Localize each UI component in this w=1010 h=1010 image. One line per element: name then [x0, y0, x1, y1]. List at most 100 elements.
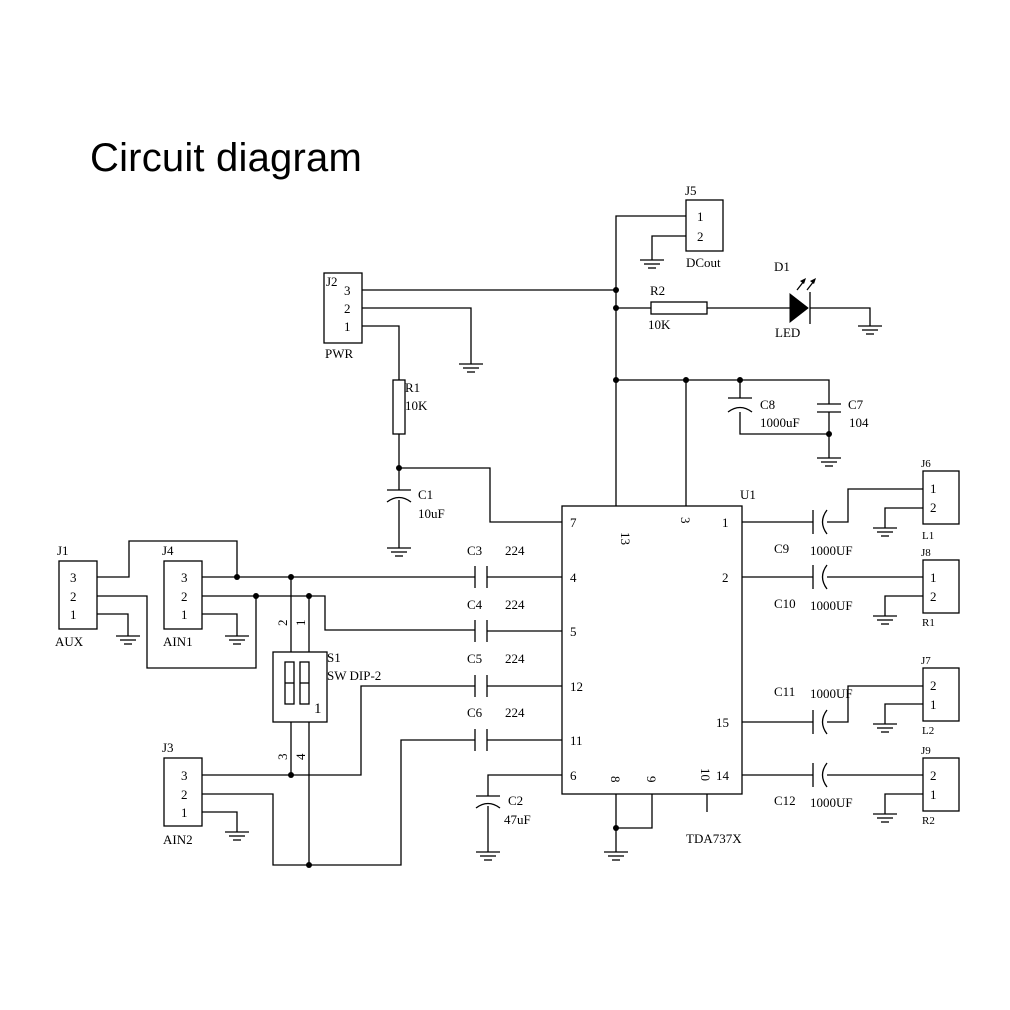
- capacitor-c2: C2 47uF: [475, 793, 531, 827]
- connector-j1: J1 3 2 1 AUX: [55, 543, 98, 649]
- junctions: [234, 287, 832, 868]
- capacitor-c8: C8 1000uF: [727, 397, 800, 430]
- capacitor-c3: C3 224: [467, 543, 525, 588]
- c2-ref: C2: [508, 793, 523, 808]
- c10-value: 1000UF: [810, 598, 853, 613]
- j4-name: AIN1: [163, 634, 193, 649]
- j4-pin: 2: [181, 589, 188, 604]
- j6-name: L1: [922, 530, 934, 542]
- u1-pin: 1: [722, 515, 729, 530]
- d1-name: LED: [775, 325, 800, 340]
- u1-pin: 8: [608, 776, 623, 783]
- u1-pin: 12: [570, 679, 583, 694]
- c8-value: 1000uF: [760, 415, 800, 430]
- wires: [97, 215, 923, 866]
- c9-value: 1000UF: [810, 543, 853, 558]
- connector-j2: J2 3 2 1 PWR: [323, 272, 363, 361]
- resistor-r2: R2 10K: [648, 283, 708, 332]
- u1-pin: 13: [618, 532, 633, 545]
- c1-value: 10uF: [418, 506, 445, 521]
- s1-pin: 2: [275, 620, 290, 627]
- c1-ref: C1: [418, 487, 433, 502]
- j1-name: AUX: [55, 634, 84, 649]
- j3-name: AIN2: [163, 832, 193, 847]
- u1-pin: 4: [570, 570, 577, 585]
- j8-ref: J8: [921, 547, 931, 559]
- j1-pin: 1: [70, 607, 77, 622]
- j2-pin: 1: [344, 319, 351, 334]
- u1-pin: 9: [644, 776, 659, 783]
- j7-ref: J7: [921, 655, 931, 667]
- j9-ref: J9: [921, 745, 931, 757]
- capacitor-c11: C11 1000UF: [774, 684, 853, 735]
- connector-j9: J9 2 1 R2: [921, 745, 960, 827]
- s1-body-label: 1: [314, 701, 322, 717]
- j8-pin: 1: [930, 570, 937, 585]
- connector-j3: J3 3 2 1 AIN2: [162, 740, 203, 847]
- j5-pin: 2: [697, 229, 704, 244]
- u1-pin: 14: [716, 768, 730, 783]
- c3-value: 224: [505, 543, 525, 558]
- page-title: Circuit diagram: [90, 136, 362, 180]
- u1-pin: 11: [570, 733, 583, 748]
- c5-value: 224: [505, 651, 525, 666]
- j7-name: L2: [922, 725, 934, 737]
- c4-value: 224: [505, 597, 525, 612]
- j6-ref: J6: [921, 458, 931, 470]
- j4-pin: 1: [181, 607, 188, 622]
- j7-pin: 2: [930, 678, 937, 693]
- s1-ref: S1: [327, 650, 341, 665]
- c3-ref: C3: [467, 543, 482, 558]
- capacitor-c9: C9 1000UF: [774, 509, 853, 558]
- c9-ref: C9: [774, 541, 789, 556]
- capacitor-c5: C5 224: [467, 651, 525, 697]
- j3-pin: 2: [181, 787, 188, 802]
- c12-value: 1000UF: [810, 795, 853, 810]
- j3-pin: 3: [181, 768, 188, 783]
- j5-pin: 1: [697, 209, 704, 224]
- j4-pin: 3: [181, 570, 188, 585]
- j5-name: DCout: [686, 255, 721, 270]
- j6-pin: 2: [930, 500, 937, 515]
- connector-j7: J7 2 1 L2: [921, 655, 960, 737]
- c11-value: 1000UF: [810, 686, 853, 701]
- j7-pin: 1: [930, 697, 937, 712]
- s1-name: SW DIP-2: [327, 668, 381, 683]
- j4-ref: J4: [162, 543, 174, 558]
- connector-j5: J5 1 2 DCout: [685, 183, 724, 270]
- j1-ref: J1: [57, 543, 69, 558]
- c4-ref: C4: [467, 597, 483, 612]
- j9-name: R2: [922, 815, 935, 827]
- capacitor-c1: C1 10uF: [386, 487, 445, 521]
- j2-pin: 3: [344, 283, 351, 298]
- capacitor-c10: C10 1000UF: [774, 564, 853, 613]
- j5-ref: J5: [685, 183, 697, 198]
- c7-value: 104: [849, 415, 869, 430]
- j3-pin: 1: [181, 805, 188, 820]
- j6-pin: 1: [930, 481, 937, 496]
- led-d1: D1 LED: [774, 259, 816, 340]
- r1-value: 10K: [405, 398, 428, 413]
- j9-pin: 2: [930, 768, 937, 783]
- connector-j6: J6 1 2 L1: [921, 458, 960, 542]
- capacitor-c4: C4 224: [467, 597, 525, 642]
- u1-pin: 5: [570, 624, 577, 639]
- j2-pin: 2: [344, 301, 351, 316]
- connector-j4: J4 3 2 1 AIN1: [162, 543, 203, 649]
- c2-value: 47uF: [504, 812, 531, 827]
- u1-part: TDA737X: [686, 831, 742, 846]
- s1-pin: 3: [275, 754, 290, 761]
- switch-s1: 2 1 3 4 1 S1 SW DIP-2: [272, 620, 381, 761]
- c6-value: 224: [505, 705, 525, 720]
- c5-ref: C5: [467, 651, 482, 666]
- u1-pin: 7: [570, 515, 577, 530]
- connector-j8: J8 1 2 R1: [921, 547, 960, 629]
- j1-pin: 2: [70, 589, 77, 604]
- capacitor-c7: C7 104: [817, 397, 869, 430]
- u1-pin: 3: [678, 517, 693, 524]
- resistor-r1: R1 10K: [392, 379, 428, 435]
- j2-ref: J2: [326, 274, 338, 289]
- ic-u1: U1 TDA737X 7 4 5 12 11 6 1 2 15 14 13 3 …: [561, 487, 756, 846]
- u1-pin: 15: [716, 715, 729, 730]
